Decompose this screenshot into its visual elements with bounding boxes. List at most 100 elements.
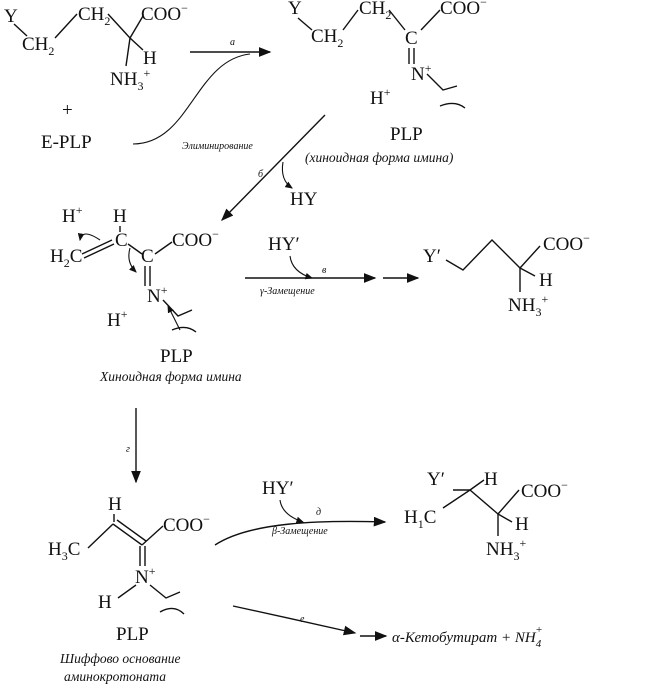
bond: [117, 584, 137, 599]
double-bond: [112, 519, 147, 546]
bond: [297, 17, 313, 31]
c-label: C: [115, 230, 128, 251]
elimination-label: Элиминирование: [182, 141, 253, 152]
ch2-label: CH2: [78, 4, 110, 28]
bond: [426, 73, 458, 91]
bond: [125, 37, 131, 67]
carboxylate-label: COO−: [521, 478, 568, 502]
h-label: H: [98, 592, 112, 613]
plp-label: PLP: [160, 346, 193, 367]
h2c-label: H2C: [50, 246, 82, 270]
beta-product: Y′ H H1C COO− H NH3+: [404, 469, 568, 563]
bond: [445, 239, 521, 271]
h-label: H: [108, 494, 122, 515]
arrow-b-label: б: [258, 169, 264, 180]
arrow-d-label: д: [316, 507, 321, 518]
n-label: N+: [135, 564, 156, 588]
bond: [453, 479, 485, 491]
plp-attachment: [159, 607, 185, 615]
y-label: Y: [288, 0, 302, 19]
double-bond: [144, 266, 151, 286]
hy-label: HY: [290, 189, 318, 210]
y-label: Y: [4, 6, 18, 27]
bond: [497, 489, 520, 515]
hy-prime-label: HY′: [268, 234, 300, 255]
ch2-label: CH2: [22, 34, 54, 58]
bond: [519, 267, 536, 277]
n-label: N+: [411, 61, 432, 85]
n-label: N+: [147, 283, 168, 307]
bond: [149, 584, 181, 599]
y-prime-label: Y′: [427, 469, 445, 490]
ch2-label: CH2: [359, 0, 391, 22]
h-label: H: [113, 206, 127, 227]
bond: [420, 9, 441, 31]
h-label: H: [515, 514, 529, 535]
bond: [519, 245, 541, 269]
quinonoid-caption: (хиноидная форма имина): [305, 150, 454, 165]
quinonoid-caption: Хиноидная форма имина: [99, 369, 242, 384]
arrow-beta: HY′ д β-Замещение: [214, 478, 387, 546]
c-label: C: [141, 246, 154, 267]
h-label: H: [484, 469, 498, 490]
bond: [127, 243, 143, 255]
electron-arrow: [77, 232, 101, 242]
gamma-product: Y′ COO− H NH3+: [423, 231, 590, 319]
bond: [129, 37, 144, 51]
plp-label: PLP: [116, 624, 149, 645]
quinonoid-imine-1: Y CH2 CH2 COO− C N+ H+ PLP (хиноидная фо…: [288, 0, 487, 165]
arrow-gamma: HY′ в γ-Замещение: [245, 234, 420, 297]
beta-substitution-label: β-Замещение: [271, 526, 328, 537]
bond: [54, 13, 78, 39]
electron-arrow: [167, 305, 181, 331]
arrow-v-label: в: [322, 265, 327, 276]
bond: [154, 241, 173, 255]
h3c-label: H3C: [48, 539, 80, 563]
bond: [107, 13, 131, 39]
carboxylate-label: COO−: [172, 227, 219, 251]
arrow-a: а Элиминирование: [132, 37, 272, 152]
arrow-e-label: е: [300, 614, 305, 625]
h-plus-label: H+: [62, 203, 83, 227]
arrow-g-label: г: [126, 444, 130, 455]
carboxylate-label: COO−: [543, 231, 590, 255]
double-bond: [408, 48, 415, 64]
arrow-g: г: [126, 408, 141, 484]
quinonoid-imine-2: H+ H H2C C C COO− N+ H+ PLP Хиноидная фо…: [50, 203, 242, 384]
plp-label: PLP: [390, 124, 423, 145]
h1c-label: H1C: [404, 507, 436, 531]
products-label: α-Кетобутират + NH4+: [392, 624, 543, 650]
bond: [342, 9, 359, 31]
bond: [442, 489, 499, 515]
electron-arrow: [128, 247, 137, 273]
bond: [497, 513, 513, 523]
plp-attachment: [171, 326, 197, 333]
enzyme-plp-label: E-PLP: [41, 132, 92, 153]
arrow-b: б HY: [221, 114, 326, 221]
schiff-base-caption: аминокротоната: [64, 669, 166, 684]
h-label: H: [143, 48, 157, 69]
schiff-base-caption: Шиффово основание: [59, 651, 181, 666]
bond: [87, 523, 114, 549]
ch2-label: CH2: [311, 26, 343, 50]
plp-attachment: [439, 102, 466, 109]
c-label: C: [405, 28, 418, 49]
ammonium-label: NH3+: [508, 292, 548, 319]
aminocrotonate-schiff-base: H H3C COO− N+ H PLP Шиффово основание ам…: [48, 494, 210, 684]
hy-prime-label: HY′: [262, 478, 294, 499]
ammonium-label: NH3+: [110, 66, 150, 93]
bond: [388, 9, 406, 31]
bond: [13, 23, 28, 37]
bond: [129, 15, 144, 39]
y-prime-label: Y′: [423, 246, 441, 267]
ammonium-label: NH3+: [486, 536, 526, 563]
arrow-a-label: а: [230, 37, 235, 48]
bond: [141, 525, 164, 546]
carboxylate-label: COO−: [440, 0, 487, 19]
plus-sign: +: [62, 100, 73, 121]
carboxylate-label: COO−: [163, 512, 210, 536]
bond: [162, 299, 193, 317]
h-label: H: [539, 270, 553, 291]
carboxylate-label: COO−: [141, 1, 188, 25]
